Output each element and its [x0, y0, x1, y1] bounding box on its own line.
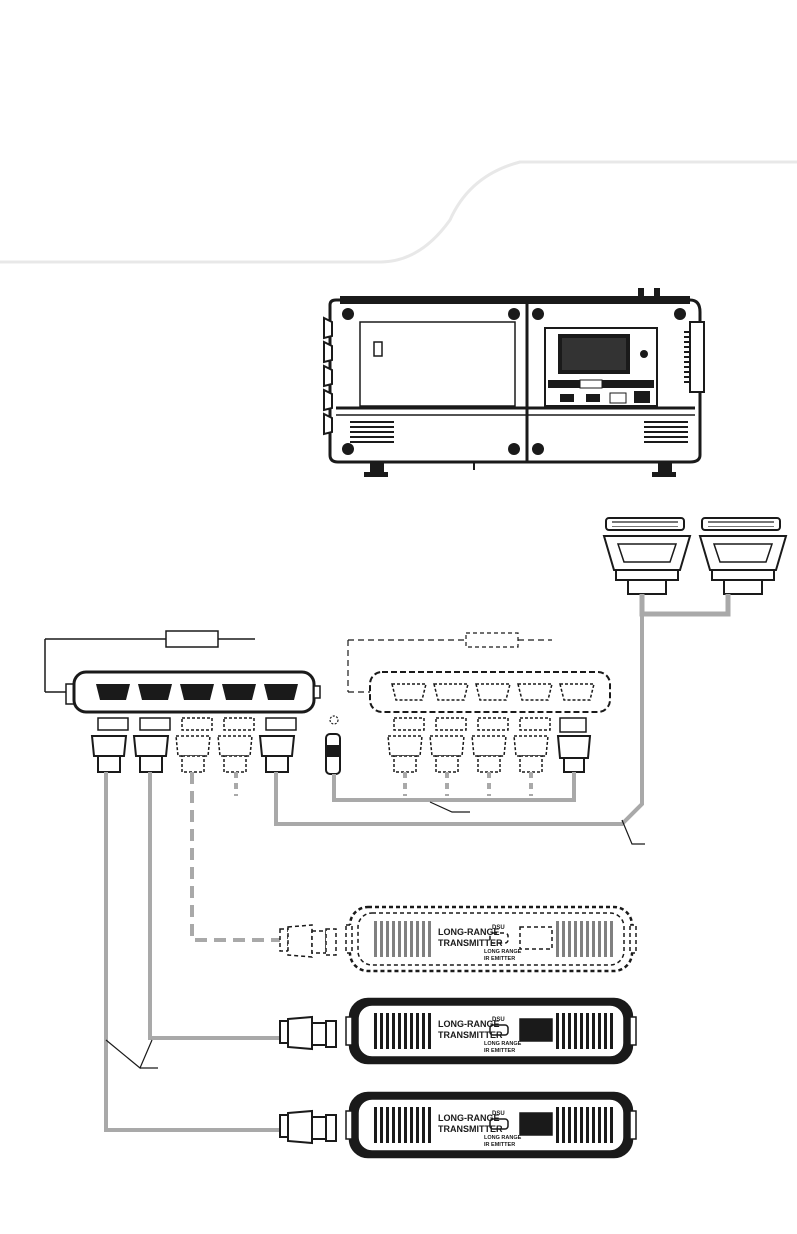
transmitter-1-emitter-line2: IR EMITTER — [484, 956, 515, 962]
transmitter-3-port-label: DSU — [492, 1111, 505, 1117]
projector — [324, 288, 704, 477]
transmitter-2-label-main: LONG-RANGE — [438, 1019, 500, 1029]
transmitter-2-emitter-line1: LONG RANGE — [484, 1041, 522, 1047]
db25-cable-left — [604, 518, 690, 594]
transmitter-1-plug — [280, 925, 336, 957]
left-hub — [45, 631, 320, 712]
right-hub-label-box — [466, 633, 518, 647]
transmitter-1-emitter-line1: LONG RANGE — [484, 949, 522, 955]
right-hub — [348, 633, 610, 712]
transmitter-1-label-sub: TRANSMITTER — [438, 938, 503, 948]
projector-left-fins — [324, 318, 332, 434]
left-hub-label-box — [166, 631, 218, 647]
transmitter-1-port-label: DSU — [492, 925, 505, 931]
transmitter-2-plug — [280, 1017, 336, 1049]
power-plug — [326, 716, 340, 774]
transmitter-3-label-main: LONG-RANGE — [438, 1113, 500, 1123]
db25-cable-right — [700, 518, 786, 594]
left-hub-ports — [96, 684, 298, 700]
transmitter-2-label-sub: TRANSMITTER — [438, 1030, 503, 1040]
transmitter-1-label-main: LONG-RANGE — [438, 927, 500, 937]
transmitter-3-emitter-line2: IR EMITTER — [484, 1142, 515, 1148]
db25-loop-cable — [642, 594, 728, 614]
projector-control-panel — [545, 328, 657, 406]
transmitter-2-ir-window — [520, 1019, 552, 1041]
transmitter-3-ir-window — [520, 1113, 552, 1135]
transmitter-2-emitter-line2: IR EMITTER — [484, 1048, 515, 1054]
transmitter-3-plug — [280, 1111, 336, 1143]
right-hub-plugs — [326, 716, 590, 774]
transmitter-1-ir-window — [520, 927, 552, 949]
transmitter-2-port-label: DSU — [492, 1017, 505, 1023]
left-hub-plugs — [92, 718, 296, 772]
transmitter-3-label-sub: TRANSMITTER — [438, 1124, 503, 1134]
transmitter-3-emitter-line1: LONG RANGE — [484, 1135, 522, 1141]
background-curve — [0, 162, 797, 262]
